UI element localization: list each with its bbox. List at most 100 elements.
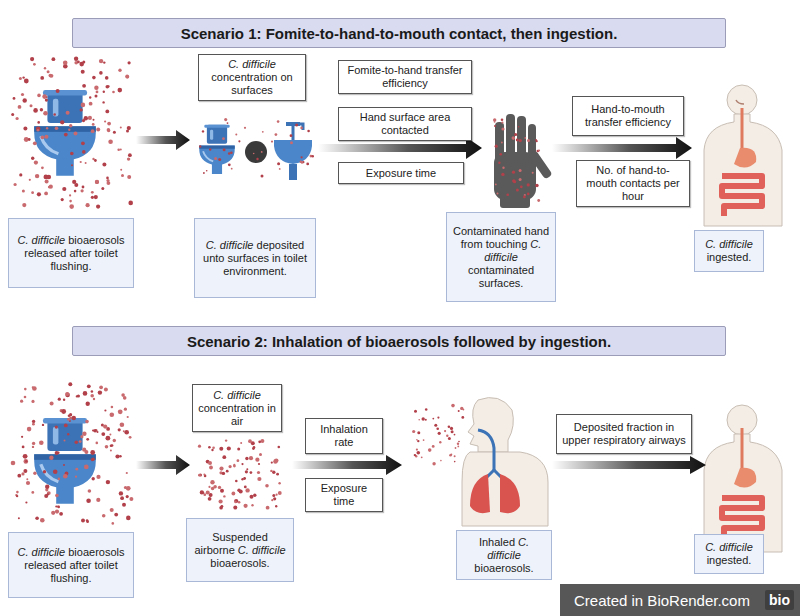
bioaerosol-dot xyxy=(230,152,233,155)
caption-box: C. difficile deposited unto surfaces in … xyxy=(194,218,316,298)
bioaerosol-dot xyxy=(222,472,225,475)
bioaerosol-dot xyxy=(258,440,261,443)
bioaerosol-dot xyxy=(126,130,129,133)
bioaerosol-dot xyxy=(63,474,68,479)
bioaerosol-dot xyxy=(113,439,116,442)
bioaerosol-dot xyxy=(65,393,70,398)
bioaerosol-dot xyxy=(208,446,211,449)
bioaerosol-dot xyxy=(224,118,227,121)
parameter-box: C. difficile concentration on surfaces xyxy=(198,54,306,101)
bioaerosol-dot xyxy=(42,94,47,99)
bioaerosol-dot xyxy=(31,491,34,494)
bioaerosol-dot xyxy=(75,441,79,445)
bioaerosol-dot xyxy=(538,149,540,151)
bioaerosol-dot xyxy=(89,96,91,98)
bioaerosol-dot xyxy=(239,489,243,493)
bioaerosol-dot xyxy=(96,127,100,131)
bioaerosol-dot xyxy=(258,463,260,465)
bioaerosol-dot xyxy=(240,442,242,444)
bioaerosol-dot xyxy=(414,454,416,456)
bioaerosol-dot xyxy=(495,145,498,148)
bioaerosol-dot xyxy=(237,448,240,451)
bioaerosol-dot xyxy=(26,478,28,480)
bioaerosol-dot xyxy=(99,385,103,389)
bioaerosol-dot xyxy=(31,400,34,403)
bioaerosol-dot xyxy=(270,470,272,472)
bioaerosol-dot xyxy=(448,425,451,428)
bioaerosol-dot xyxy=(454,434,456,436)
bioaerosol-dot xyxy=(72,180,76,184)
bioaerosol-dot xyxy=(223,495,225,497)
hand-icon xyxy=(494,114,553,208)
bioaerosol-dot xyxy=(40,108,43,111)
bioaerosol-dot xyxy=(437,417,439,419)
bioaerosol-dot xyxy=(79,440,82,443)
bioaerosol-dot xyxy=(22,189,25,192)
bioaerosol-dot xyxy=(444,430,446,432)
bioaerosol-dot xyxy=(61,409,66,414)
bioaerosol-dot xyxy=(501,173,504,176)
bioaerosol-dot xyxy=(110,450,112,452)
bioaerosol-dot xyxy=(22,76,24,78)
bioaerosol-dot xyxy=(223,148,226,151)
bioaerosol-dot xyxy=(251,504,253,506)
bioaerosol-dot xyxy=(35,174,39,178)
bioaerosol-dot xyxy=(241,478,243,480)
bioaerosol-dot xyxy=(80,108,83,111)
bioaerosol-dot xyxy=(457,446,459,448)
node-text: Hand-to-mouth transfer efficiency xyxy=(578,103,678,129)
bioaerosol-dot xyxy=(82,119,85,122)
bioaerosol-dot xyxy=(451,430,454,433)
node-text: C. difficile deposited unto surfaces in … xyxy=(200,239,310,278)
bioaerosol-dot xyxy=(61,198,64,201)
bioaerosol-dot xyxy=(120,496,124,500)
bioaerosol-dot xyxy=(50,74,54,78)
bioaerosol-dot xyxy=(19,173,22,176)
scenario-band: Scenario 1: Fomite-to-hand-to-mouth cont… xyxy=(72,18,726,48)
bioaerosol-dot xyxy=(109,434,111,436)
caption-box: Suspended airborne C. difficile bioaeros… xyxy=(186,518,294,582)
bioaerosol-dot xyxy=(121,393,125,397)
bioaerosol-dot xyxy=(212,446,215,449)
bioaerosol-dot xyxy=(514,133,517,136)
bioaerosol-dot xyxy=(96,475,100,479)
bioaerosol-dot xyxy=(275,133,278,136)
bioaerosol-dot xyxy=(106,85,110,89)
footer-bar: Created in BioRender.combio xyxy=(560,584,800,616)
bioaerosol-dot xyxy=(72,416,76,420)
bioaerosol-dot xyxy=(436,428,439,431)
bioaerosol-dot xyxy=(432,462,435,465)
bioaerosol-dot xyxy=(56,89,60,93)
bioaerosol-dot xyxy=(227,446,231,450)
bioaerosol-dot xyxy=(124,408,127,411)
bioaerosol-dot xyxy=(128,201,133,206)
bioaerosol-dot xyxy=(39,441,44,446)
bioaerosol-dot xyxy=(71,164,73,166)
bioaerosol-dot xyxy=(19,77,22,80)
bioaerosol-dot xyxy=(91,458,94,461)
bioaerosol-dot xyxy=(98,390,102,394)
caption-box: Contaminated hand from touching C. diffi… xyxy=(446,212,556,302)
bioaerosol-dot xyxy=(83,391,88,396)
bioaerosol-dot xyxy=(244,504,248,508)
bioaerosol-dot xyxy=(104,409,106,411)
bioaerosol-dot xyxy=(120,423,125,428)
bioaerosol-dot xyxy=(15,494,17,496)
bioaerosol-dot xyxy=(290,141,293,144)
bioaerosol-dot xyxy=(256,158,258,160)
bioaerosol-dot xyxy=(11,461,16,466)
bioaerosol-dot xyxy=(208,497,212,501)
node-text: Exposure time xyxy=(311,482,377,508)
bioaerosol-dot xyxy=(26,481,30,485)
bioaerosol-dot xyxy=(219,467,223,471)
bioaerosol-dot xyxy=(32,423,35,426)
bioaerosol-dot xyxy=(273,459,277,463)
bioaerosol-dot xyxy=(107,129,110,132)
bioaerosol-dot xyxy=(11,113,14,116)
bioaerosol-dot xyxy=(126,75,130,79)
bioaerosol-dot xyxy=(103,91,105,93)
bioaerosol-dot xyxy=(94,86,98,90)
bioaerosol-dot xyxy=(46,127,48,129)
bioaerosol-dot xyxy=(69,200,72,203)
bioaerosol-dot xyxy=(58,398,61,401)
